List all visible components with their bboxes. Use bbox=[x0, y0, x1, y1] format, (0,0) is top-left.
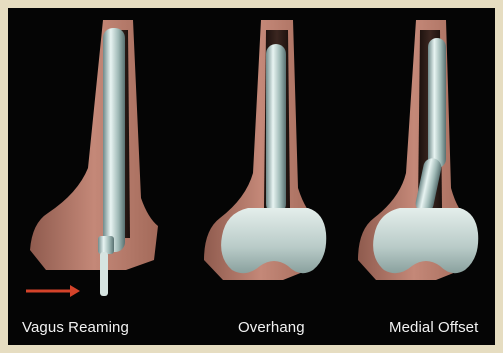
red-arrow bbox=[26, 285, 80, 297]
implant-stem bbox=[266, 44, 286, 214]
caption-overhang: Overhang bbox=[238, 319, 305, 336]
femur-model-overhang bbox=[204, 20, 326, 280]
illustration-panel: Vagus Reaming Overhang Medial Offset bbox=[8, 8, 495, 345]
femur-model-vagus-reaming bbox=[30, 20, 158, 296]
bone-cross-section bbox=[30, 20, 158, 270]
reamer-tip bbox=[100, 252, 108, 296]
caption-medial-offset: Medial Offset bbox=[389, 319, 478, 336]
caption-vagus-reaming: Vagus Reaming bbox=[22, 319, 129, 336]
femur-model-medial-offset bbox=[358, 20, 478, 280]
reamer-collar bbox=[98, 236, 114, 254]
femur-implant-illustration bbox=[8, 8, 495, 345]
implant-stem bbox=[428, 38, 446, 168]
reamer-shaft bbox=[103, 28, 125, 252]
